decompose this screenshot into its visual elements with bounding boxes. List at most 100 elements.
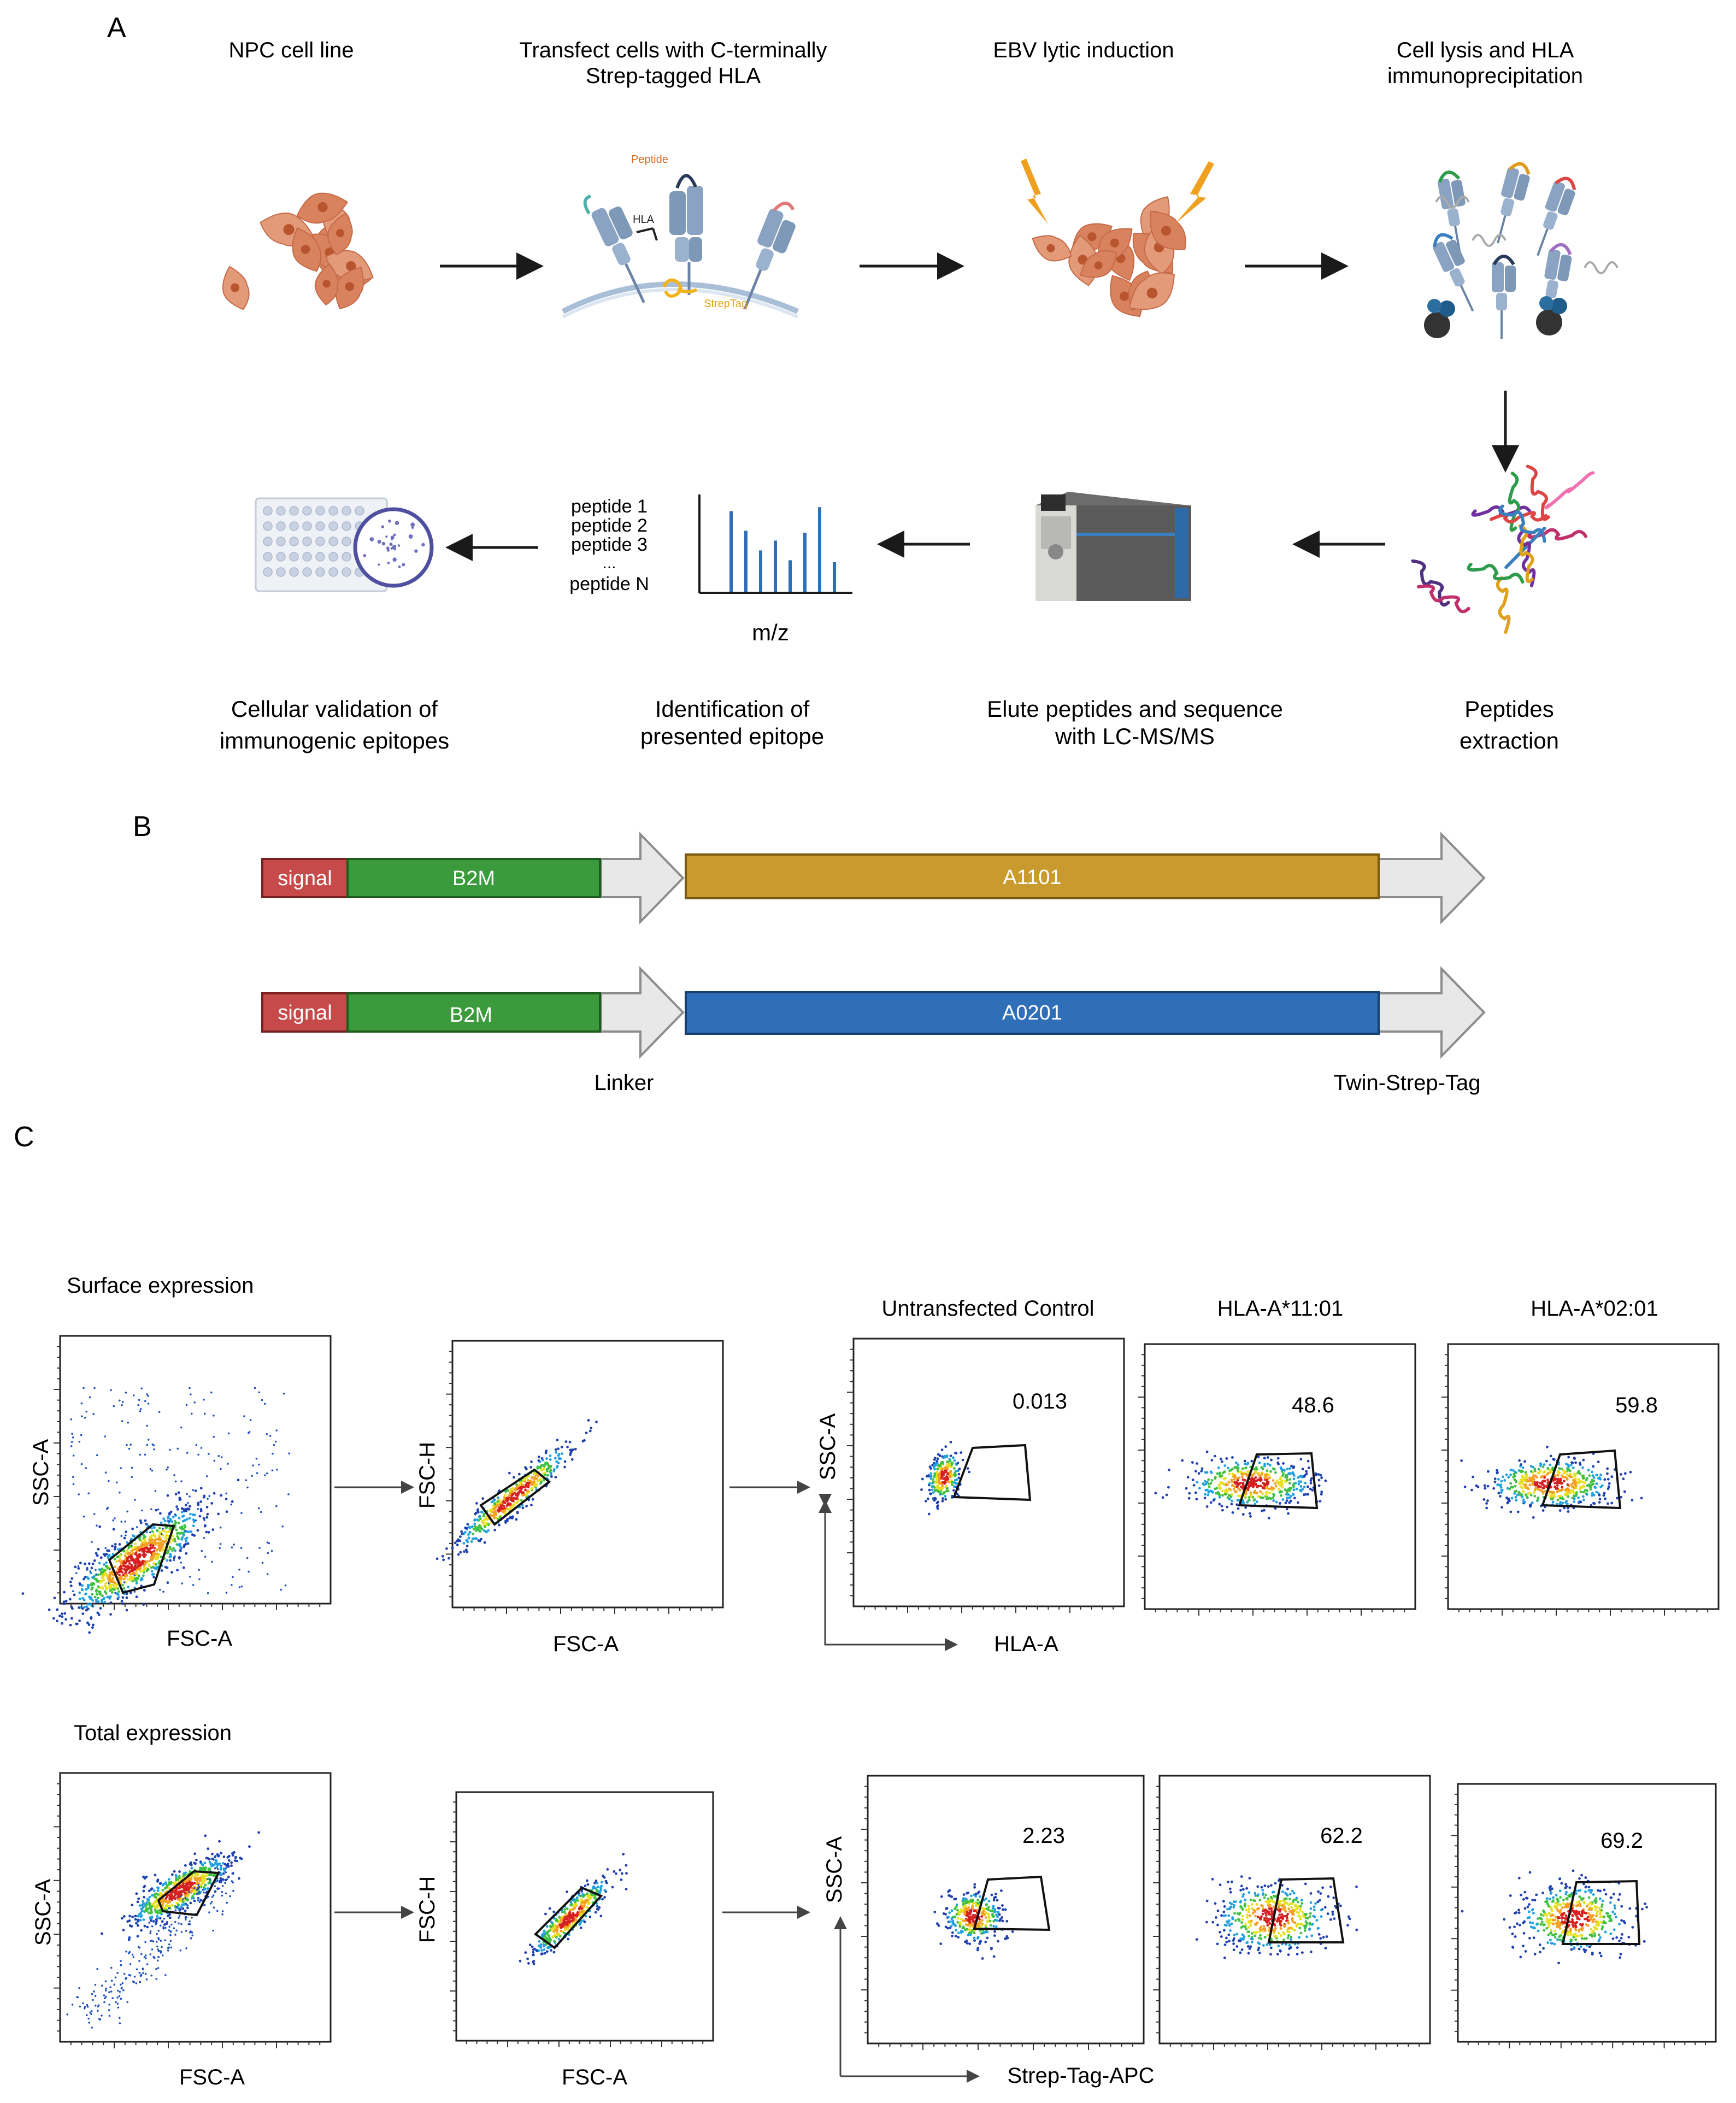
ms-peak — [759, 550, 762, 592]
well-plate-icon — [255, 497, 434, 592]
gate-polygon — [533, 1886, 603, 1949]
cell-icon — [327, 213, 353, 256]
y-axis-label: SSC-A — [816, 1413, 840, 1481]
hla-label: A0201 — [1002, 1002, 1062, 1024]
sample-name: HLA-A*02:01 — [1531, 1297, 1658, 1321]
twin-strep-tag-label: Twin-Strep-Tag — [1334, 1071, 1481, 1095]
gate-percentage: 62.2 — [1320, 1824, 1363, 1848]
gate-polygon — [1238, 1452, 1319, 1510]
peptide-list-item: ... — [602, 554, 616, 572]
step-caption-extraction: Peptides — [1464, 696, 1553, 722]
step-caption-identification: Identification of — [655, 696, 810, 722]
hla-molecule-icon — [1537, 176, 1576, 256]
hla-molecule-icon — [1544, 243, 1572, 326]
peptide-strand — [1496, 576, 1511, 634]
hla-segment — [685, 853, 1380, 899]
gate-percentage: 0.013 — [1013, 1389, 1067, 1413]
step-caption-extraction-2: extraction — [1460, 728, 1559, 753]
hla-segment — [685, 991, 1380, 1035]
hla-label: A1101 — [1003, 866, 1061, 889]
peptide-strand — [1508, 472, 1521, 532]
immunoprecipitation-illustration — [1424, 162, 1619, 339]
step-title-ebv: EBV lytic induction — [993, 38, 1174, 62]
panel-c-label: C — [14, 1121, 34, 1153]
flow-plot-frame — [852, 1338, 1125, 1607]
panel-b: B signal B2M A1101 signal B2M A0201 Link… — [133, 811, 1486, 1095]
ms-peak — [833, 562, 836, 592]
step-caption-elute-2: with LC-MS/MS — [1055, 723, 1215, 749]
x-axis-label: FSC-A — [167, 1627, 232, 1651]
flow-plot-frame — [1447, 1343, 1720, 1610]
gate-percentage: 48.6 — [1292, 1393, 1334, 1417]
step-title-transfect: Transfect cells with C-terminally — [519, 38, 827, 62]
peptide-strand — [1504, 527, 1546, 569]
ms-peak — [788, 560, 792, 592]
construct-row: signal B2M A1101 — [261, 832, 1486, 924]
gate-polygon — [1267, 1877, 1345, 1943]
signal-label: signal — [278, 867, 332, 890]
peptides-illustration — [1411, 464, 1595, 634]
b2m-segment — [346, 992, 601, 1033]
step-title-lysis: Cell lysis and HLA — [1397, 38, 1574, 62]
ms-peak — [744, 531, 748, 592]
sample-name: HLA-A*11:01 — [1217, 1297, 1344, 1321]
ms-peak — [803, 533, 807, 592]
section-title-total: Total expression — [74, 1721, 232, 1745]
peptide-strand — [1545, 471, 1595, 510]
gate-percentage: 59.8 — [1615, 1393, 1658, 1417]
flow-plot-frame — [1457, 1783, 1717, 2043]
flow-plot-frame — [455, 1791, 714, 2042]
construct-row: signal B2M A0201 — [261, 966, 1486, 1059]
ms-axis-label: m/z — [752, 620, 789, 645]
label-peptide: Peptide — [631, 154, 668, 166]
sample-name: Untransfected Control — [881, 1297, 1094, 1321]
peptide-list-item: peptide N — [569, 574, 649, 594]
peptide-strand — [1498, 504, 1546, 543]
panel-b-label: B — [133, 811, 152, 843]
axis-ticks — [54, 1346, 1709, 2050]
peptide-strand — [1517, 530, 1536, 587]
signal-label: signal — [278, 1002, 332, 1024]
b2m-segment — [346, 858, 601, 898]
gate-polygon — [157, 1870, 221, 1917]
gate-polygon — [952, 1444, 1032, 1501]
section-title-surface: Surface expression — [67, 1274, 254, 1298]
y-axis-label: SSC-A — [31, 1879, 55, 1946]
cell-icon — [1150, 210, 1186, 250]
hla-molecule-icon — [1432, 233, 1474, 312]
b2m-label: B2M — [452, 867, 495, 890]
signal-segment — [261, 992, 349, 1033]
gate-polygon — [1541, 1449, 1622, 1510]
gate-polygon — [479, 1468, 551, 1526]
gate-percentage: 69.2 — [1600, 1829, 1643, 1853]
peptide-list-item: peptide 2 — [571, 515, 648, 536]
x-axis-label: Strep-Tag-APC — [1008, 2064, 1155, 2088]
axis-indicator — [819, 1494, 951, 1646]
step-title-npc: NPC cell line — [229, 38, 354, 62]
y-axis-label: FSC-H — [415, 1876, 439, 1943]
peptide-strand — [1526, 464, 1550, 521]
ebv-lytic-cells-illustration — [1032, 196, 1186, 317]
x-axis-label: HLA-A — [994, 1632, 1058, 1656]
ms-peak — [818, 507, 821, 592]
step-caption-identification-2: presented epitope — [640, 723, 824, 749]
b2m-label: B2M — [450, 1004, 492, 1027]
npc-cells-illustration — [222, 192, 374, 310]
flow-plot-frame — [451, 1340, 724, 1609]
x-axis-label: FSC-A — [553, 1632, 619, 1656]
gate-polygon — [973, 1875, 1051, 1931]
panel-a: A NPC cell line Transfect cells with C-t… — [107, 12, 1619, 753]
cell-icon — [1079, 250, 1117, 278]
gate-percentage: 2.23 — [1022, 1824, 1065, 1848]
cell-icon — [334, 266, 364, 309]
peptide-strand — [1518, 524, 1534, 584]
peptide-strand — [1471, 505, 1532, 517]
flow-plot-frame — [59, 1335, 332, 1605]
cell-icon — [314, 263, 339, 306]
step-caption-elute: Elute peptides and sequence — [987, 696, 1283, 722]
mass-spectrometer-icon — [1035, 492, 1191, 601]
cell-icon — [1128, 272, 1175, 310]
cell-icon — [296, 192, 349, 224]
peptide-strand — [1467, 562, 1525, 584]
